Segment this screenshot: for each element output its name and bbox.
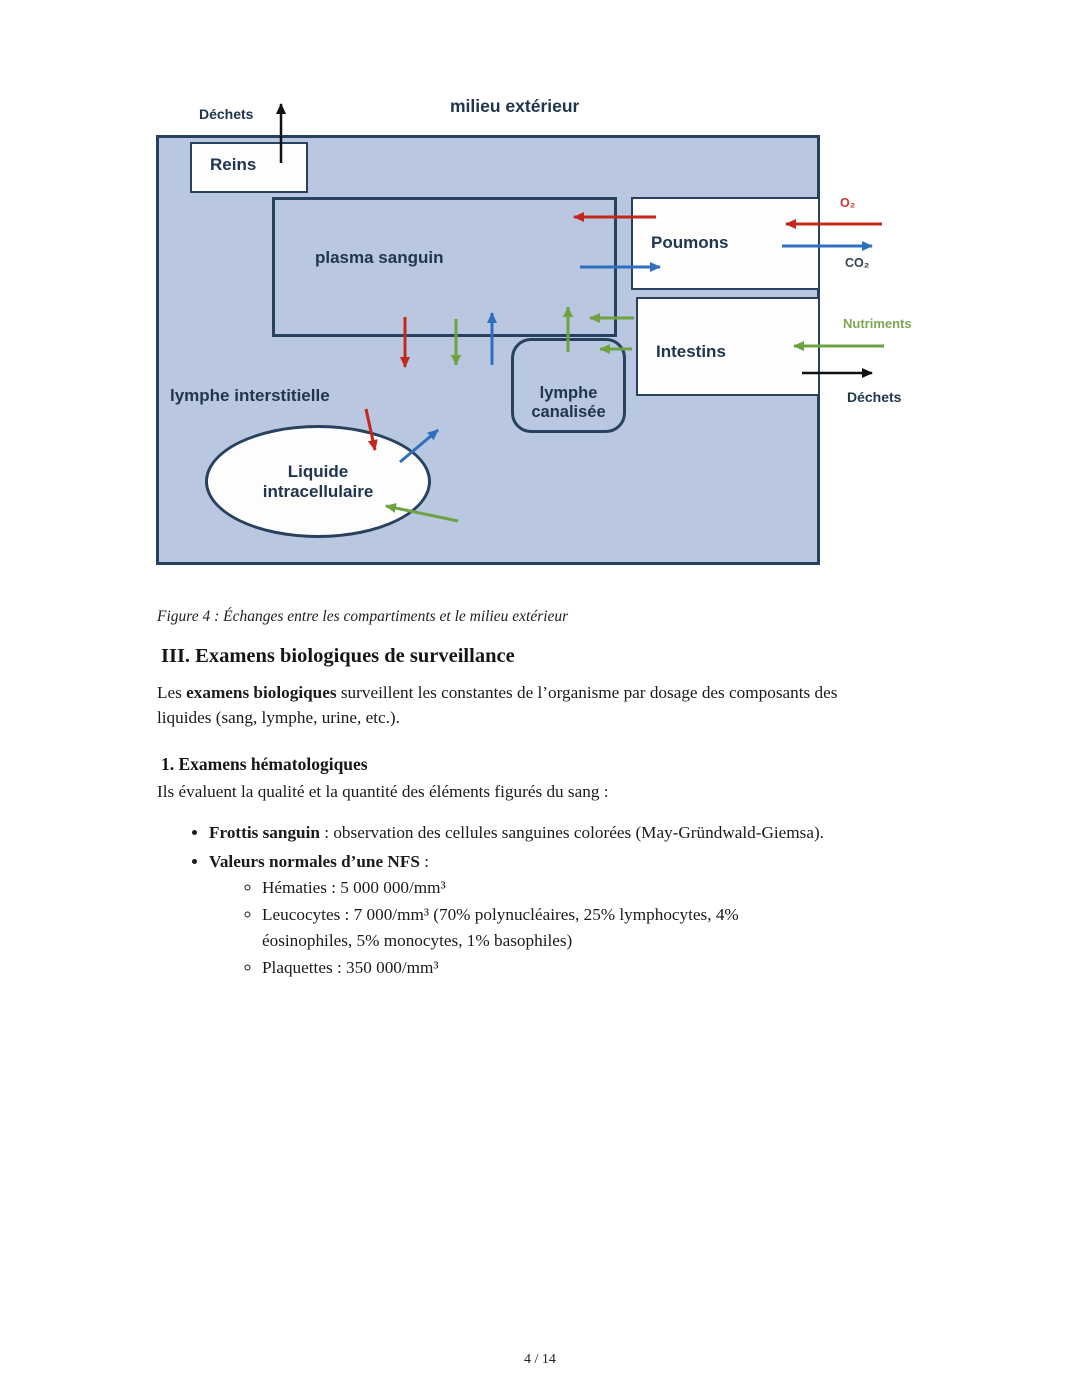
nutriments-label: Nutriments xyxy=(843,316,912,331)
intestins-label: Intestins xyxy=(656,342,726,361)
liquide-intracellulaire-ellipse: Liquide intracellulaire xyxy=(205,425,431,538)
liquide-label-line1: Liquide xyxy=(287,461,349,481)
paragraph-1-post: surveillent les constantes de l’organism… xyxy=(157,683,838,727)
page-number: 4 / 14 xyxy=(524,1352,556,1367)
intestins-box xyxy=(636,297,820,396)
lymphe-canalisee-label-line1: lymphe xyxy=(539,384,598,402)
list-item-rest: : xyxy=(419,852,429,871)
paragraph-1: Les examens biologiques surveillent les … xyxy=(157,680,857,730)
poumons-label: Poumons xyxy=(651,233,729,252)
lymphe-interstitielle-label: lymphe interstitielle xyxy=(170,386,330,405)
bullet-list: Frottis sanguin : observation des cellul… xyxy=(157,820,897,981)
paragraph-1-bold: examens biologiques xyxy=(186,683,337,702)
list-item-bold: Valeurs normales d’une NFS xyxy=(209,852,420,871)
liquide-label-line2: intracellulaire xyxy=(262,481,374,501)
list-item-rest: : observation des cellules sanguines col… xyxy=(319,823,824,842)
lymphe-canalisee-label-line2: canalisée xyxy=(531,403,606,421)
section-content: III. Examens biologiques de surveillance… xyxy=(157,645,897,984)
list-item-bold: Frottis sanguin xyxy=(209,823,320,842)
lymphe-canalisee-box: lymphe canalisée xyxy=(511,338,626,433)
co2-label: CO₂ xyxy=(845,256,870,270)
reins-label: Reins xyxy=(210,155,257,174)
plasma-sanguin-label: plasma sanguin xyxy=(315,248,444,267)
sub-list-item: Hématies : 5 000 000/mm³ xyxy=(262,875,822,901)
sub-bullet-list: Hématies : 5 000 000/mm³ Leucocytes : 7 … xyxy=(209,875,879,981)
figure-caption: Figure 4 : Échanges entre les compartime… xyxy=(157,608,569,625)
dechets-top-label: Déchets xyxy=(199,106,254,122)
sub-list-item: Leucocytes : 7 000/mm³ (70% polynucléair… xyxy=(262,902,822,954)
reins-box xyxy=(190,142,308,193)
list-item: Valeurs normales d’une NFS : Hématies : … xyxy=(209,849,879,981)
dechets-right-label: Déchets xyxy=(847,389,902,405)
section-title: III. Examens biologiques de surveillance xyxy=(161,645,515,667)
list-item: Frottis sanguin : observation des cellul… xyxy=(209,820,879,846)
poumons-box xyxy=(631,197,820,290)
sub-list-item: Plaquettes : 350 000/mm³ xyxy=(262,955,822,981)
paragraph-2: Ils évaluent la qualité et la quantité d… xyxy=(157,782,609,801)
figure-diagram: lymphe canalisée Liquide intracellulaire xyxy=(0,0,1080,625)
subsection-title: 1. Examens hématologiques xyxy=(161,754,368,774)
milieu-exterieur-label: milieu extérieur xyxy=(450,96,580,116)
paragraph-1-pre: Les xyxy=(157,683,187,702)
o2-label: O₂ xyxy=(840,196,856,210)
